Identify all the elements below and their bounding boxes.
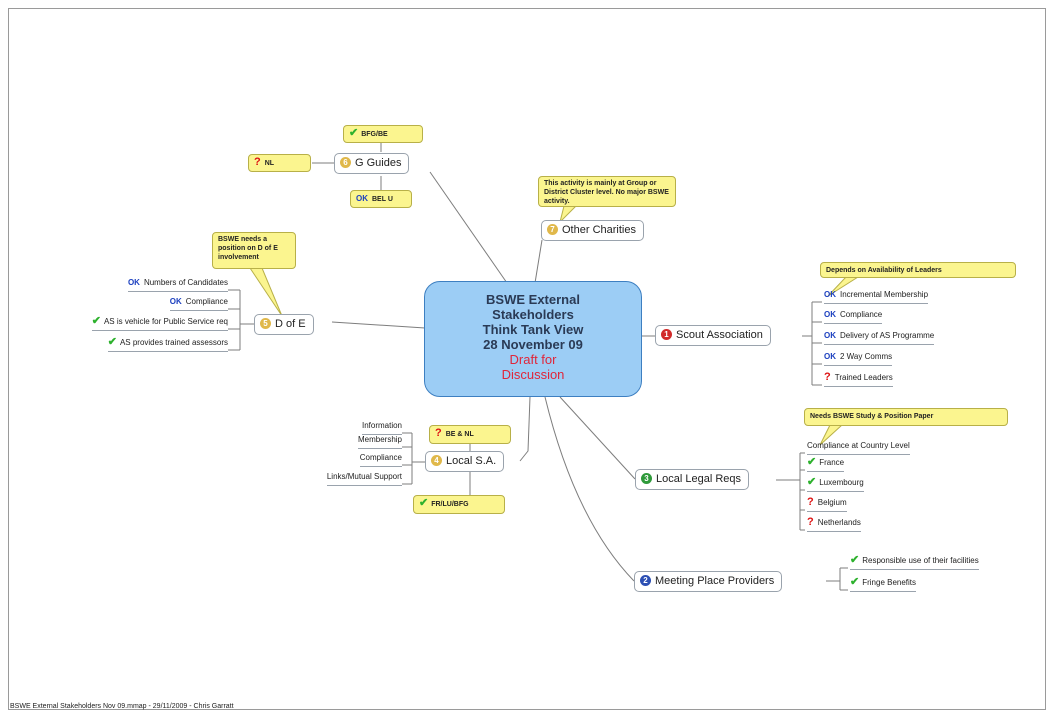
- sub-legal-luxembourg[interactable]: ✔Luxembourg: [807, 477, 864, 492]
- callout-other-charities-note: This activity is mainly at Group or Dist…: [538, 176, 676, 207]
- sub-meeting-fringe-benefits[interactable]: ✔Fringe Benefits: [850, 576, 917, 592]
- central-title-line-2: Stakeholders: [492, 307, 574, 322]
- sub-d-of-e-vehicle[interactable]: ✔AS is vehicle for Public Service req: [91, 315, 228, 331]
- callout-bel-u: OK BEL U: [350, 190, 412, 208]
- number-badge-5: 5: [260, 317, 271, 329]
- question-icon: ?: [435, 427, 442, 439]
- sub-text: AS provides trained assessors: [119, 338, 228, 347]
- callout-bfgbe: ✔BFG/BE: [343, 125, 423, 143]
- sub-scout-compliance[interactable]: OK Compliance: [824, 309, 883, 324]
- sub-legal-country-level[interactable]: Compliance at Country Level: [807, 440, 910, 455]
- ok-icon: OK: [824, 310, 836, 319]
- callout-nl-guides-text: NL: [264, 160, 275, 167]
- sub-text: Netherlands: [817, 518, 861, 527]
- central-draft-line-2: Discussion: [501, 367, 565, 382]
- sub-d-of-e-assessors[interactable]: ✔AS provides trained assessors: [107, 336, 228, 352]
- sub-text: Trained Leaders: [834, 373, 893, 382]
- callout-bel-u-text: BEL U: [372, 196, 393, 203]
- topic-guides-label: G Guides: [355, 157, 402, 169]
- ok-icon: OK: [169, 297, 182, 306]
- number-badge-1: 1: [661, 328, 672, 340]
- callout-be-nl: ?BE & NL: [429, 425, 511, 444]
- callout-local-legal-note: Needs BSWE Study & Position Paper: [804, 408, 1008, 426]
- check-icon: ✔: [850, 576, 860, 588]
- central-draft-line-1: Draft for: [509, 352, 557, 367]
- number-badge-7: 7: [547, 223, 558, 235]
- sub-local-sa-compliance[interactable]: Compliance: [359, 452, 402, 467]
- check-icon: ✔: [349, 127, 359, 139]
- question-icon: ?: [807, 496, 814, 508]
- question-icon: ?: [254, 156, 261, 168]
- callout-fr-lu-bfg-text: FR/LU/BFG: [431, 501, 469, 508]
- sub-local-sa-membership[interactable]: Membership: [357, 434, 402, 449]
- sub-text: Compliance: [185, 297, 228, 306]
- topic-d-of-e-label: D of E: [275, 318, 306, 330]
- sub-scout-trained-leaders[interactable]: ?Trained Leaders: [824, 372, 893, 387]
- sub-text: Luxembourg: [819, 478, 864, 487]
- sub-scout-comms[interactable]: OK 2 Way Comms: [824, 351, 893, 366]
- central-title-line-3: Think Tank View: [482, 322, 584, 337]
- central-topic[interactable]: BSWE External Stakeholders Think Tank Vi…: [424, 281, 642, 397]
- topic-other-charities-label: Other Charities: [562, 224, 636, 236]
- check-icon: ✔: [807, 476, 817, 488]
- ok-icon: OK: [127, 278, 140, 287]
- question-icon: ?: [824, 371, 831, 383]
- central-title-line-1: BSWE External: [486, 292, 580, 307]
- ok-icon: OK: [356, 194, 368, 203]
- sub-text: Numbers of Candidates: [143, 278, 228, 287]
- sub-text: Incremental Membership: [840, 290, 929, 299]
- ok-icon: OK: [824, 290, 836, 299]
- sub-text: Fringe Benefits: [862, 578, 917, 587]
- topic-local-sa-label: Local S.A.: [446, 455, 497, 467]
- topic-local-legal-label: Local Legal Reqs: [656, 473, 742, 485]
- topic-scout-association[interactable]: 1 Scout Association: [655, 325, 771, 346]
- check-icon: ✔: [807, 456, 817, 468]
- sub-legal-belgium[interactable]: ?Belgium: [807, 497, 847, 512]
- question-icon: ?: [807, 516, 814, 528]
- sub-text: Compliance: [840, 310, 883, 319]
- sub-scout-membership[interactable]: OK Incremental Membership: [824, 289, 929, 304]
- sub-legal-france[interactable]: ✔France: [807, 456, 845, 472]
- topic-local-sa[interactable]: 4 Local S.A.: [425, 451, 505, 472]
- sub-text: Delivery of AS Programme: [840, 331, 935, 340]
- sub-local-sa-information[interactable]: Information: [361, 420, 402, 435]
- topic-meeting-place-providers[interactable]: 2 Meeting Place Providers: [634, 571, 783, 592]
- ok-icon: OK: [824, 331, 836, 340]
- callout-be-nl-text: BE & NL: [445, 431, 474, 438]
- ok-icon: OK: [824, 352, 836, 361]
- sub-text: 2 Way Comms: [840, 352, 893, 361]
- callout-scout-note: Depends on Availability of Leaders: [820, 262, 1016, 278]
- sub-legal-netherlands[interactable]: ?Netherlands: [807, 517, 861, 532]
- number-badge-3: 3: [641, 472, 652, 484]
- number-badge-4: 4: [431, 454, 442, 466]
- check-icon: ✔: [91, 315, 101, 327]
- sub-text: France: [819, 458, 845, 467]
- callout-d-of-e-note: BSWE needs a position on D of E involvem…: [212, 232, 296, 269]
- sub-local-sa-links[interactable]: Links/Mutual Support: [326, 471, 402, 486]
- topic-local-legal-reqs[interactable]: 3 Local Legal Reqs: [635, 469, 750, 490]
- callout-fr-lu-bfg: ✔FR/LU/BFG: [413, 495, 505, 514]
- topic-meeting-label: Meeting Place Providers: [655, 575, 775, 587]
- check-icon: ✔: [107, 336, 117, 348]
- number-badge-2: 2: [640, 574, 651, 586]
- topic-guides[interactable]: 6 G Guides: [334, 153, 410, 174]
- topic-d-of-e[interactable]: 5 D of E: [254, 314, 314, 335]
- sub-text: AS is vehicle for Public Service req: [103, 317, 228, 326]
- central-title-line-4: 28 November 09: [483, 337, 583, 352]
- callout-nl-guides: ?NL: [248, 154, 311, 172]
- check-icon: ✔: [850, 554, 860, 566]
- sub-scout-delivery[interactable]: OK Delivery of AS Programme: [824, 330, 935, 345]
- sub-meeting-responsible-use[interactable]: ✔Responsible use of their facilities: [850, 555, 979, 570]
- topic-scout-label: Scout Association: [676, 329, 763, 341]
- check-icon: ✔: [419, 497, 429, 509]
- sub-text: Belgium: [817, 498, 847, 507]
- sub-text: Responsible use of their facilities: [862, 556, 979, 565]
- footer-file-info: BSWE External Stakeholders Nov 09.mmap -…: [10, 703, 234, 710]
- callout-bfgbe-text: BFG/BE: [361, 131, 388, 138]
- topic-other-charities[interactable]: 7 Other Charities: [541, 220, 644, 241]
- number-badge-6: 6: [340, 156, 351, 168]
